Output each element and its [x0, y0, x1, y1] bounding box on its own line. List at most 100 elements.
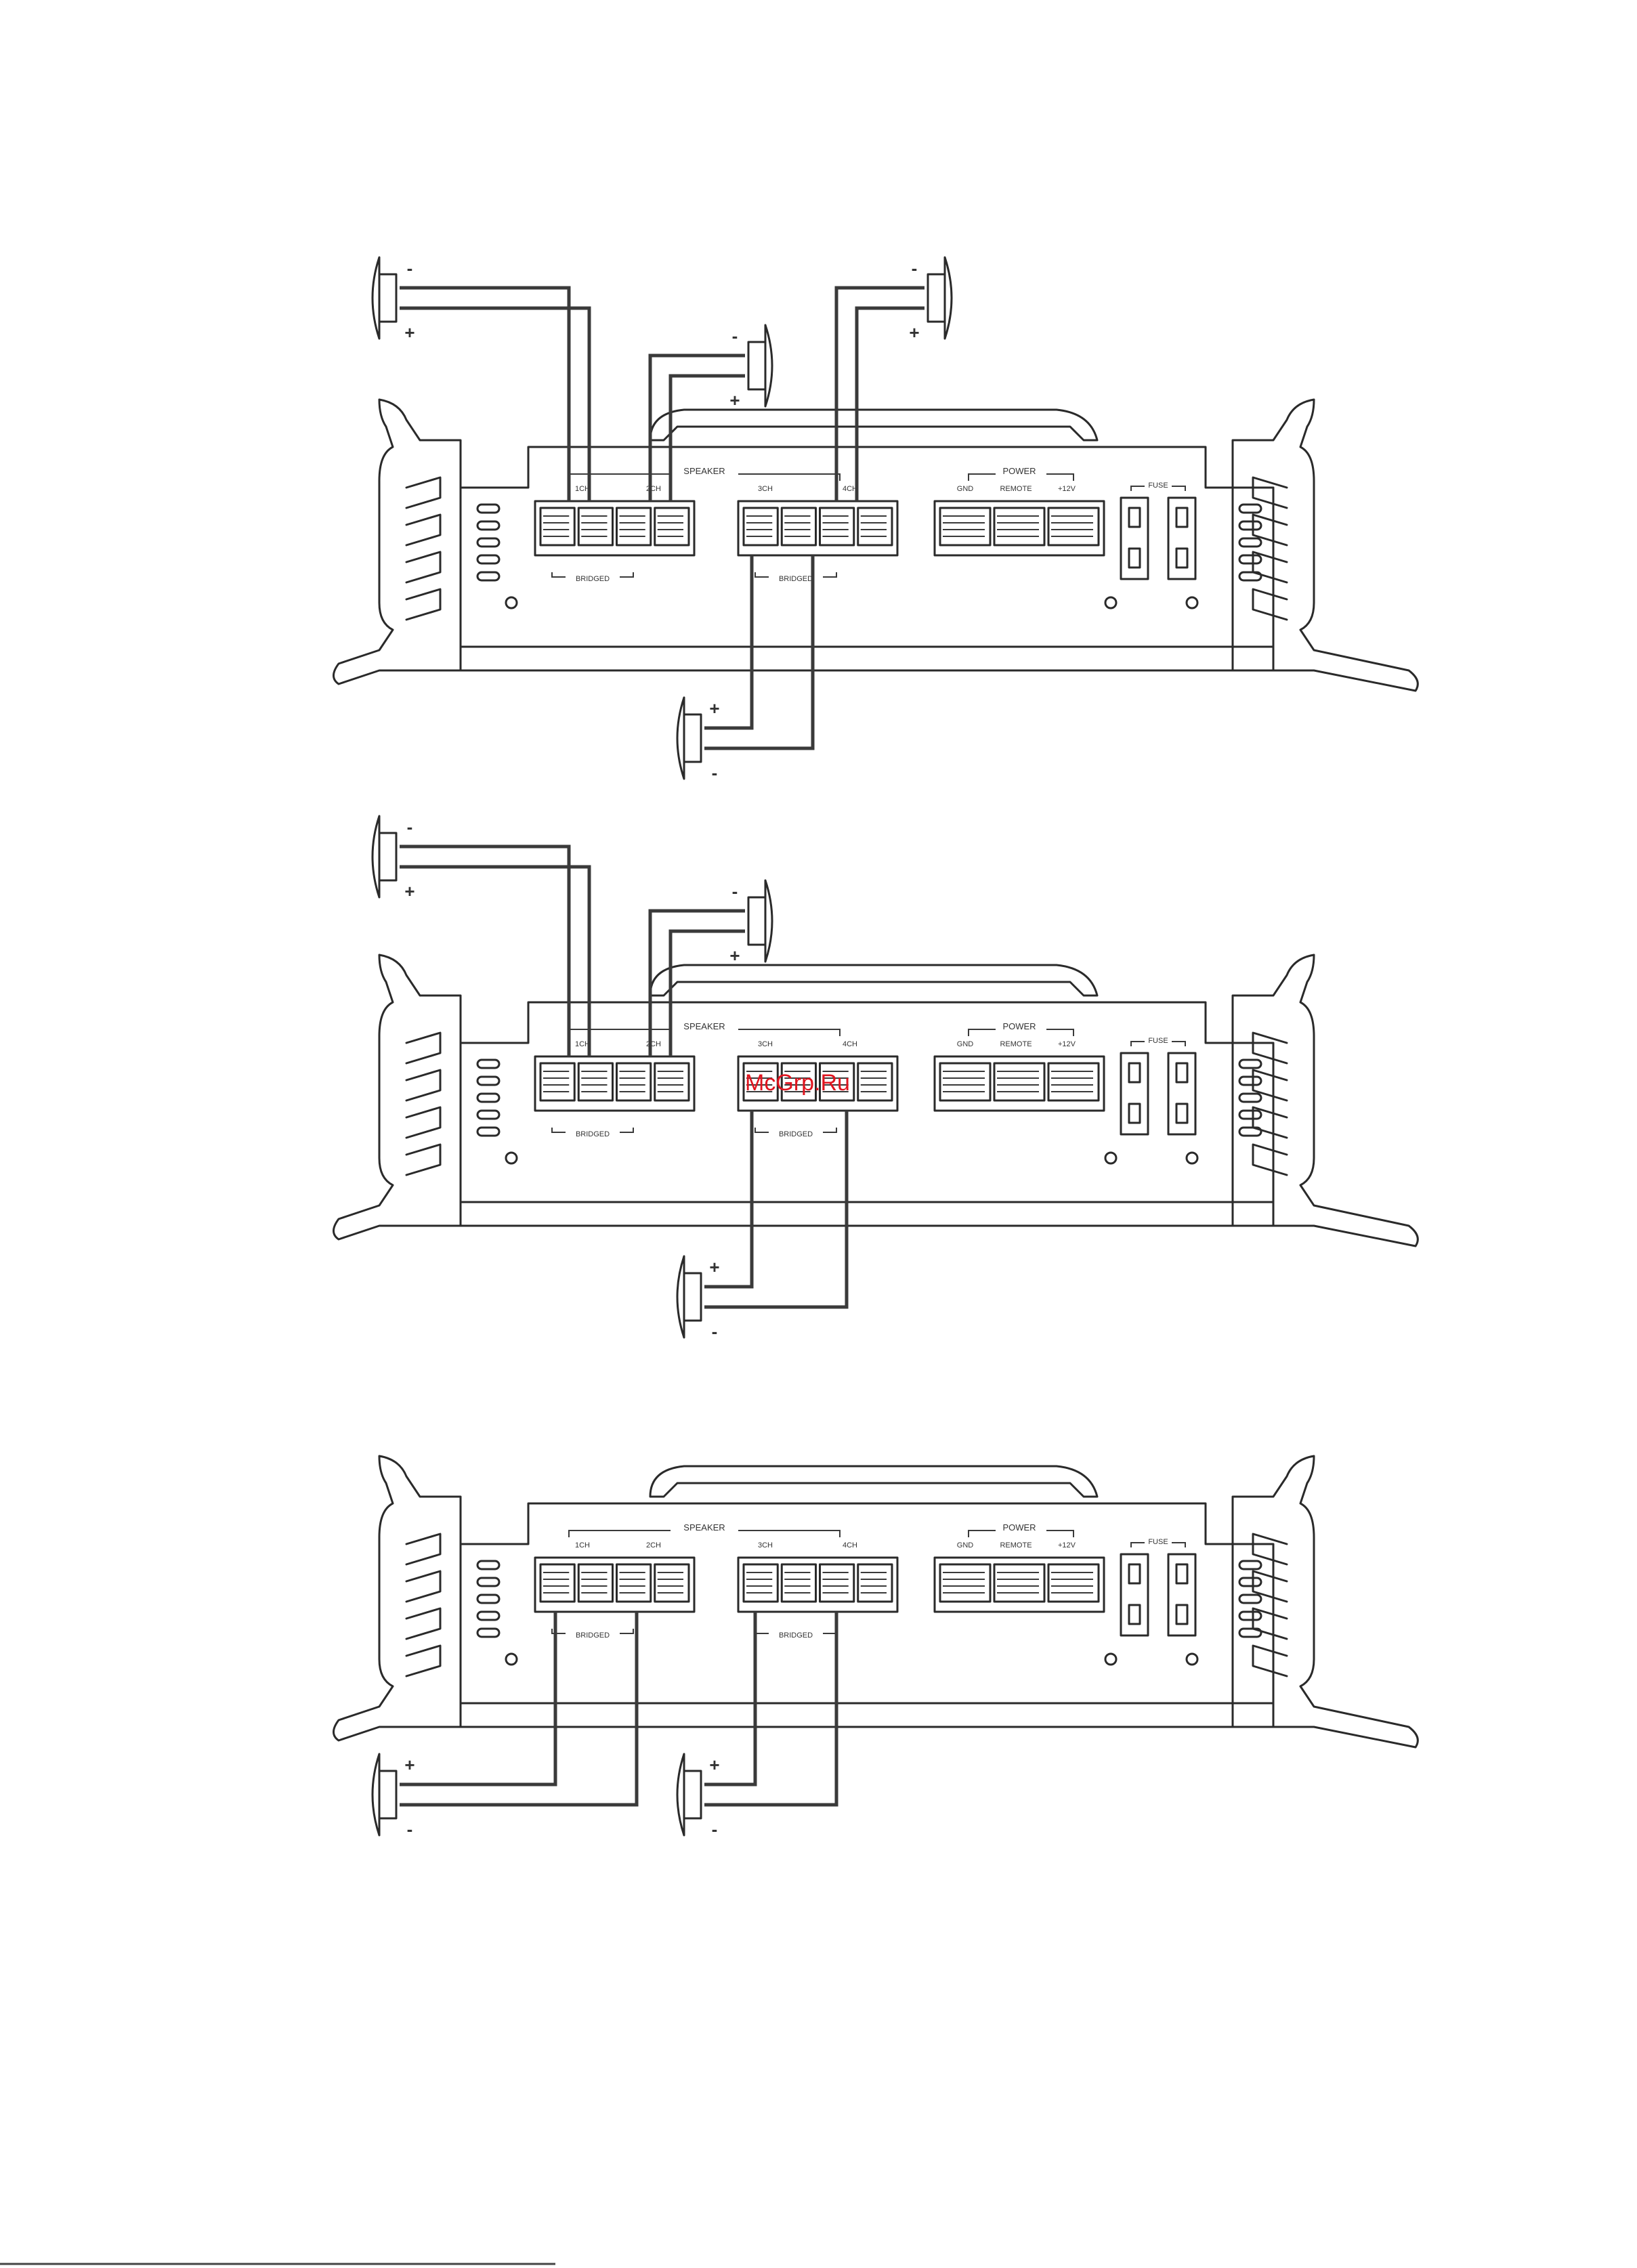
- terminal[interactable]: [820, 508, 854, 545]
- terminal[interactable]: [744, 1564, 778, 1602]
- speaker-magnet: [928, 274, 945, 322]
- fin: [406, 1571, 440, 1602]
- terminal[interactable]: [655, 1564, 689, 1602]
- screw: [506, 1153, 517, 1163]
- vent-slot: [477, 572, 499, 580]
- ch3-label: 3CH: [758, 1541, 773, 1549]
- vent-slot: [477, 1060, 499, 1068]
- fin: [406, 1646, 440, 1676]
- terminal[interactable]: [1048, 1564, 1099, 1602]
- vent-slot: [1239, 1094, 1261, 1102]
- fin: [406, 1608, 440, 1639]
- terminal[interactable]: [617, 1564, 651, 1602]
- bridged-label-a: BRIDGED: [576, 1130, 610, 1138]
- remote-label: REMOTE: [1000, 1541, 1032, 1549]
- wire-1c-neg: [836, 288, 924, 501]
- fin: [1253, 1033, 1287, 1063]
- speaker-terminal-block-a: [535, 501, 694, 555]
- bridged-label-a: BRIDGED: [576, 575, 610, 583]
- fin: [406, 1033, 440, 1063]
- wire-1a-neg: [400, 288, 569, 501]
- terminal[interactable]: [578, 1063, 612, 1100]
- speaker-1d: +-: [677, 698, 720, 783]
- speaker-magnet: [379, 833, 396, 880]
- terminal[interactable]: [540, 508, 574, 545]
- speaker-2c: +-: [677, 1256, 720, 1342]
- fin: [1253, 589, 1287, 620]
- ch2-label: 2CH: [646, 485, 661, 493]
- amp-body: [461, 1503, 1273, 1727]
- amp-handle: [650, 965, 1097, 996]
- ch3-label: 3CH: [758, 1040, 773, 1048]
- speaker-terminal-block-b: [738, 501, 897, 555]
- vent-slot: [1239, 1612, 1261, 1620]
- terminal[interactable]: [578, 1564, 612, 1602]
- wire-2c-neg: [704, 1111, 847, 1307]
- speaker-1c: -+: [909, 257, 952, 343]
- polarity-top: -: [732, 881, 738, 901]
- remote-label: REMOTE: [1000, 485, 1032, 493]
- ch1-label: 1CH: [575, 1541, 590, 1549]
- power-label: POWER: [1002, 1522, 1036, 1533]
- fin: [1253, 477, 1287, 508]
- speaker-3b: +-: [677, 1754, 720, 1839]
- polarity-top: -: [912, 258, 918, 278]
- ch2-label: 2CH: [646, 1040, 661, 1048]
- vent-slot: [477, 1111, 499, 1119]
- remote-label: REMOTE: [1000, 1040, 1032, 1048]
- terminal[interactable]: [858, 1564, 892, 1602]
- terminal[interactable]: [1048, 1063, 1099, 1100]
- amplifier-3: SPEAKER1CH2CH3CH4CHPOWERGNDREMOTE+12VFUS…: [334, 1456, 1418, 1747]
- polarity-top: +: [404, 1755, 414, 1775]
- terminal[interactable]: [994, 1564, 1044, 1602]
- terminal[interactable]: [940, 508, 990, 545]
- fuse-label: FUSE: [1148, 482, 1168, 490]
- speaker-terminal-block-a: [535, 1056, 694, 1111]
- vent-slot: [1239, 1561, 1261, 1569]
- speaker-label: SPEAKER: [683, 1522, 725, 1533]
- terminal[interactable]: [858, 1063, 892, 1100]
- polarity-top: -: [407, 258, 413, 278]
- terminal[interactable]: [617, 1063, 651, 1100]
- terminal[interactable]: [858, 508, 892, 545]
- bridged-label-b: BRIDGED: [779, 1130, 813, 1138]
- terminal[interactable]: [782, 508, 815, 545]
- terminal[interactable]: [994, 1063, 1044, 1100]
- terminal[interactable]: [820, 1564, 854, 1602]
- terminal[interactable]: [540, 1063, 574, 1100]
- speaker-cone: [373, 1754, 379, 1835]
- terminal[interactable]: [578, 508, 612, 545]
- speaker-label: SPEAKER: [683, 1021, 725, 1031]
- power-terminal-block: [935, 1558, 1104, 1612]
- speaker-1b: -+: [729, 325, 772, 410]
- speaker-cone: [677, 698, 684, 779]
- terminal[interactable]: [994, 508, 1044, 545]
- gnd-label: GND: [957, 485, 974, 493]
- terminal[interactable]: [655, 508, 689, 545]
- terminal[interactable]: [744, 508, 778, 545]
- terminal[interactable]: [940, 1063, 990, 1100]
- terminal[interactable]: [782, 1564, 815, 1602]
- polarity-bottom: +: [404, 322, 414, 343]
- terminal[interactable]: [940, 1564, 990, 1602]
- terminal[interactable]: [655, 1063, 689, 1100]
- vent-slot: [1239, 538, 1261, 547]
- screw: [1187, 1654, 1197, 1665]
- terminal[interactable]: [1048, 508, 1099, 545]
- vent-slot: [1239, 1077, 1261, 1085]
- terminal[interactable]: [617, 508, 651, 545]
- speaker-magnet: [748, 897, 765, 945]
- speaker-cone: [765, 325, 772, 406]
- terminal[interactable]: [540, 1564, 574, 1602]
- fin: [406, 552, 440, 582]
- vent-slot: [1239, 521, 1261, 530]
- gnd-label: GND: [957, 1040, 974, 1048]
- speaker-magnet: [684, 714, 701, 762]
- speaker-magnet: [684, 1771, 701, 1818]
- vent-slot: [477, 1595, 499, 1603]
- polarity-bottom: -: [712, 763, 718, 783]
- vent-slot: [1239, 505, 1261, 513]
- bridged-label-a: BRIDGED: [576, 1631, 610, 1640]
- wire-3a-neg: [400, 1612, 637, 1805]
